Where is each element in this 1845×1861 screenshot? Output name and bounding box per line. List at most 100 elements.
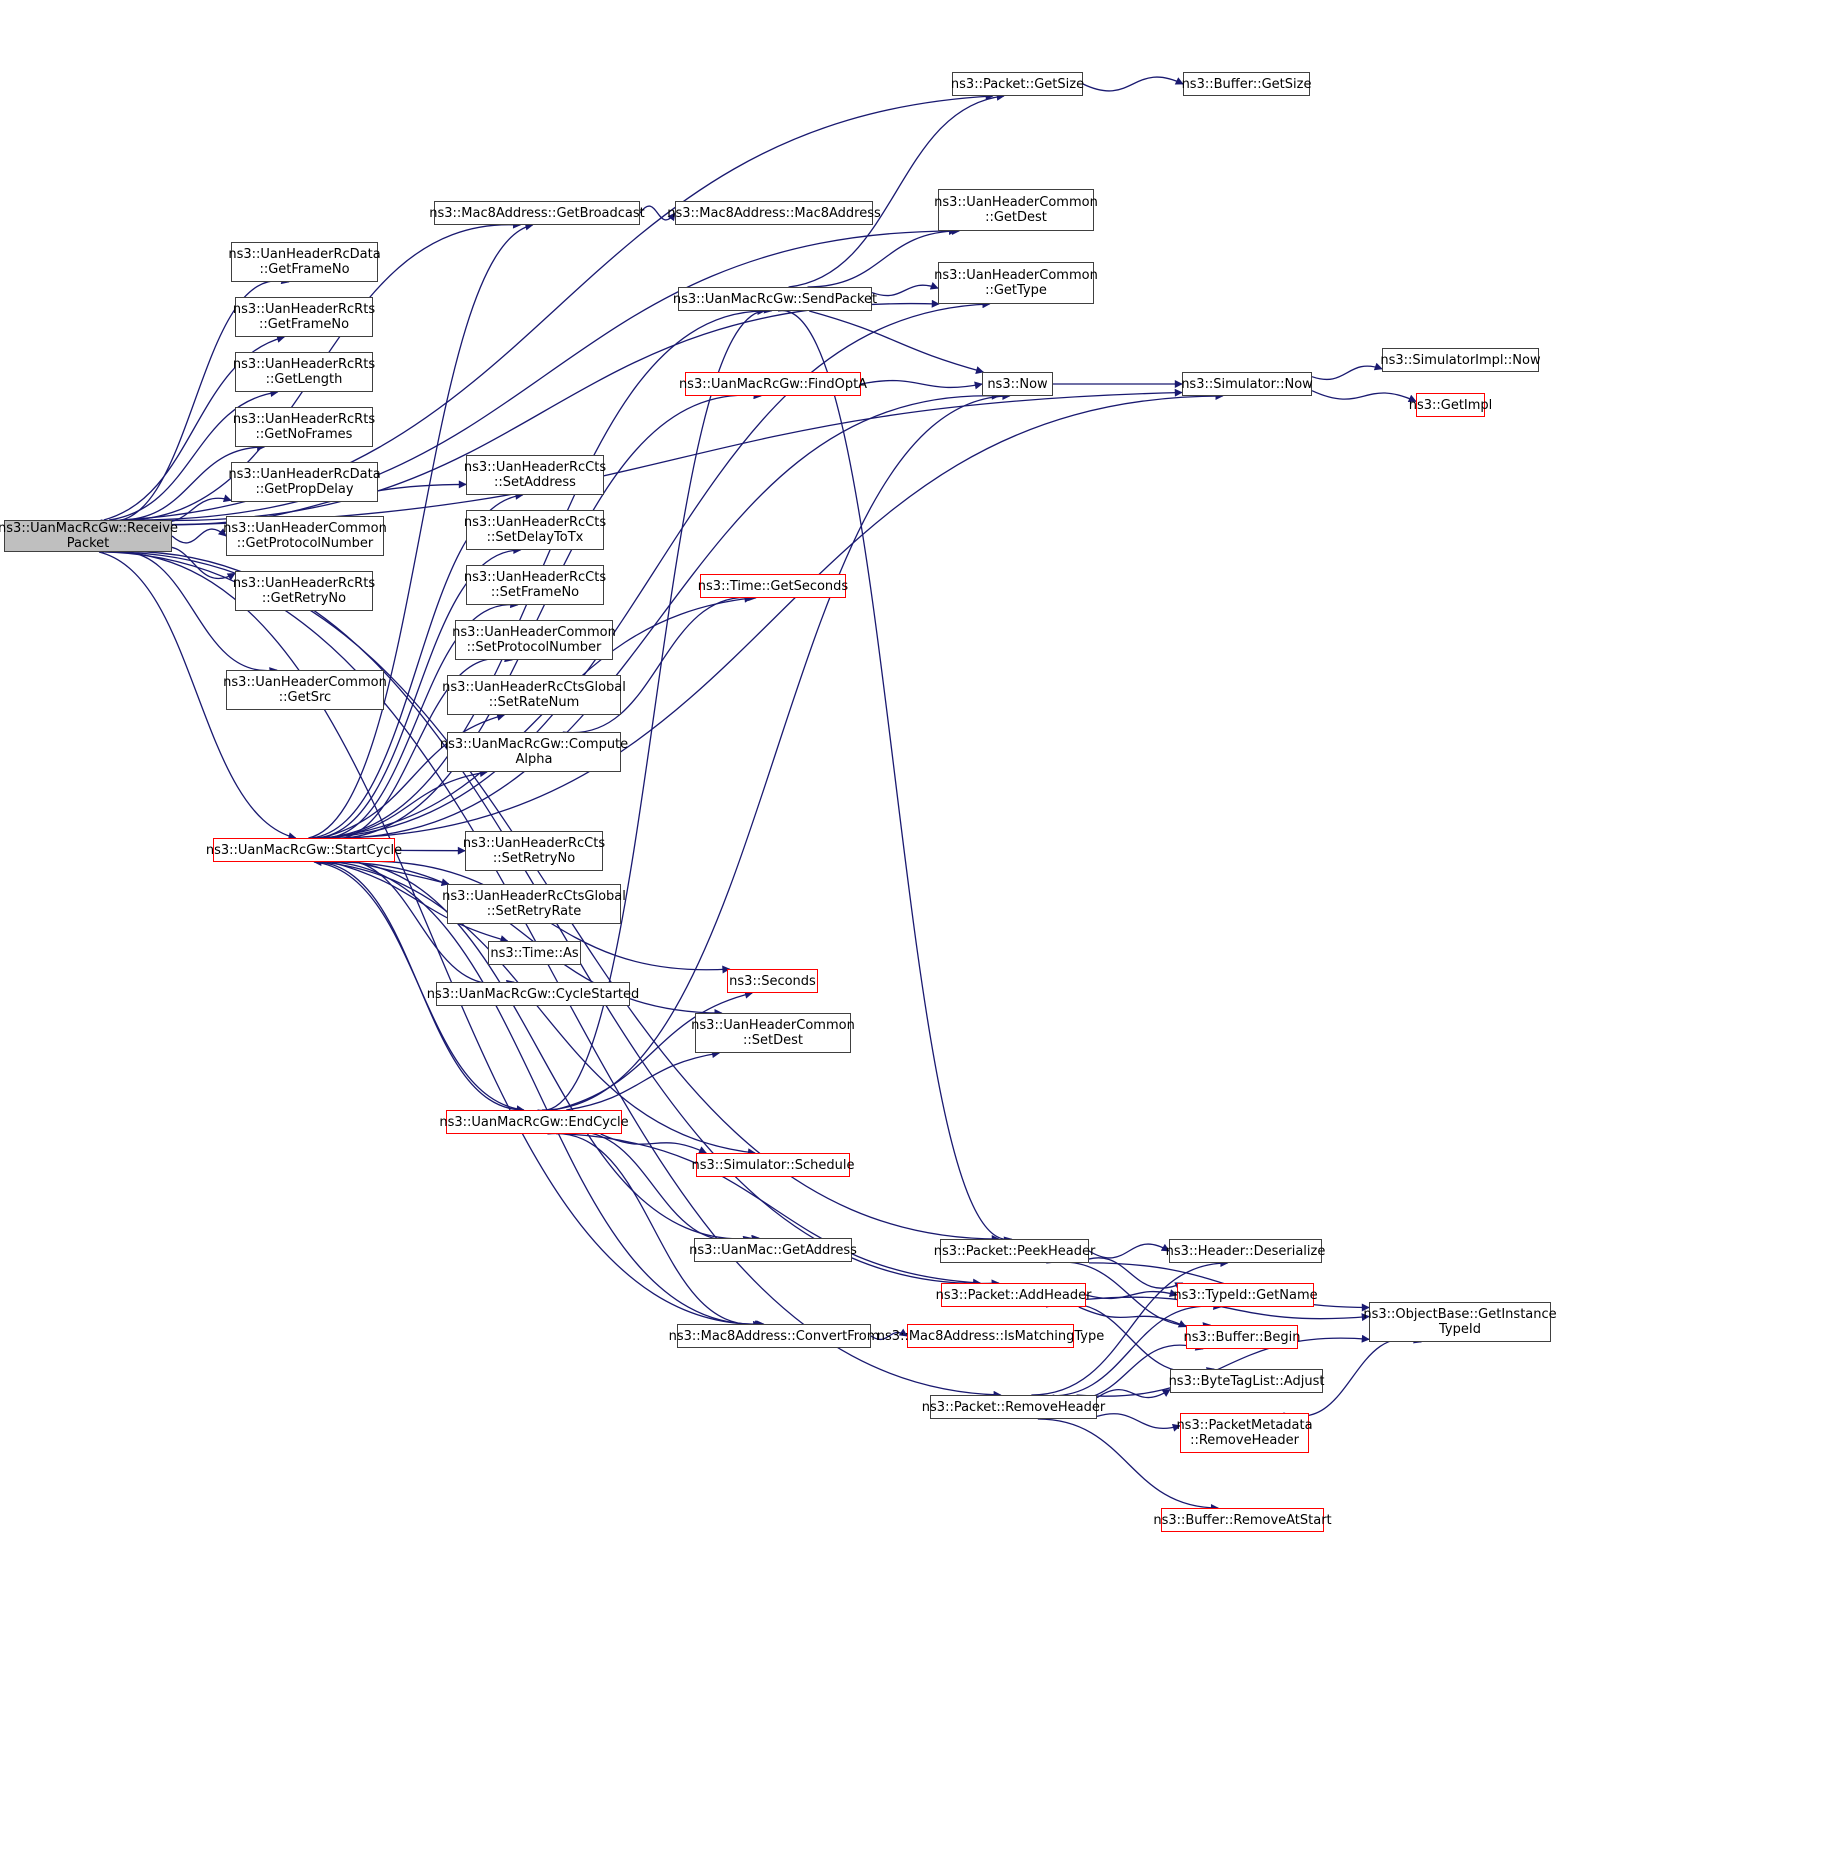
node-startcycle[interactable]: ns3::UanMacRcGw::StartCycle — [206, 838, 402, 862]
node-uanmac-getaddress[interactable]: ns3::UanMac::GetAddress — [689, 1238, 857, 1262]
node-label: Alpha — [515, 752, 553, 767]
node-label: ns3::UanMacRcGw::SendPacket — [672, 291, 878, 307]
node-label: ns3::Buffer::Begin — [1183, 1329, 1301, 1345]
node-simulator-schedule[interactable]: ns3::Simulator::Schedule — [691, 1153, 855, 1177]
node-label: ns3::SimulatorImpl::Now — [1380, 352, 1541, 368]
node-label: ns3::UanMacRcGw::Receive — [0, 521, 178, 536]
edge-sendpacket-to-peekheader — [777, 310, 1013, 1245]
node-label: ns3::UanHeaderRcRts — [232, 412, 376, 427]
node-cts-setdelaytotx[interactable]: ns3::UanHeaderRcCts::SetDelayToTx — [464, 510, 606, 550]
node-label: ns3::Mac8Address::ConvertFrom — [668, 1328, 880, 1344]
edge-startcycle-to-simnow — [328, 392, 1224, 839]
node-label: ::GetPropDelay — [255, 482, 354, 497]
edge-startcycle-to-uanmac_getaddress — [318, 860, 760, 1243]
node-ctsglobal-setretryrate[interactable]: ns3::UanHeaderRcCtsGlobal::SetRetryRate — [442, 884, 626, 924]
node-label: ns3::UanHeaderRcCts — [462, 836, 606, 851]
node-packet-peekheader[interactable]: ns3::Packet::PeekHeader — [934, 1239, 1095, 1263]
edge-endcycle-to-schedule — [600, 1133, 708, 1154]
node-mac8address-ismatchingtype[interactable]: ns3::Mac8Address::IsMatchingType — [877, 1324, 1104, 1348]
edge-root-to-rcdata_frameno — [100, 276, 290, 523]
node-label: ns3::Buffer::GetSize — [1181, 76, 1312, 92]
node-uanheadercommon-getdest[interactable]: ns3::UanHeaderCommon::GetDest — [934, 189, 1098, 231]
node-label: ::SetRetryNo — [492, 851, 576, 866]
node-packet-getsize[interactable]: ns3::Packet::GetSize — [950, 72, 1085, 96]
node-label: ns3::UanHeaderCommon — [934, 268, 1098, 283]
node-rcrts-getlength[interactable]: ns3::UanHeaderRcRts::GetLength — [233, 352, 375, 392]
node-mac8address-getbroadcast[interactable]: ns3::Mac8Address::GetBroadcast — [429, 201, 645, 225]
node-sendpacket[interactable]: ns3::UanMacRcGw::SendPacket — [673, 287, 877, 311]
node-label: ns3::Packet::GetSize — [950, 76, 1085, 92]
edge-startcycle-to-computealpha — [332, 769, 488, 839]
node-mac8address-ctor[interactable]: ns3::Mac8Address::Mac8Address — [667, 201, 881, 225]
node-label: ns3::Now — [987, 376, 1048, 392]
node-buffer-removeatstart[interactable]: ns3::Buffer::RemoveAtStart — [1153, 1508, 1332, 1532]
edge-endcycle-to-startcycle — [313, 858, 524, 1111]
node-time-getseconds[interactable]: ns3::Time::GetSeconds — [697, 574, 849, 598]
node-label: TypeId — [1439, 1322, 1481, 1337]
edge-startcycle-to-now — [322, 391, 1000, 839]
node-time-as[interactable]: ns3::Time::As — [488, 941, 581, 965]
edge-convertfrom-to-ismatchingtype — [870, 1328, 908, 1341]
node-cts-setframeno[interactable]: ns3::UanHeaderRcCts::SetFrameNo — [464, 565, 606, 605]
node-label: ns3::PacketMetadata — [1176, 1418, 1313, 1433]
node-common-getprotocolnumber[interactable]: ns3::UanHeaderCommon::GetProtocolNumber — [223, 516, 387, 556]
node-label: ::GetRetryNo — [261, 591, 347, 606]
node-label: ns3::UanHeaderRcCtsGlobal — [442, 889, 626, 904]
node-label: ns3::Time::GetSeconds — [697, 578, 849, 594]
node-rcrts-getframeno[interactable]: ns3::UanHeaderRcRts::GetFrameNo — [233, 297, 375, 337]
node-label: ::SetDelayToTx — [486, 530, 584, 545]
node-common-getsrc[interactable]: ns3::UanHeaderCommon::GetSrc — [223, 670, 387, 710]
node-label: ns3::UanHeaderCommon — [223, 521, 387, 536]
node-label: ::SetDest — [743, 1033, 803, 1048]
edge-root-to-rcrts_frameno — [103, 334, 286, 521]
node-mac8address-convertfrom[interactable]: ns3::Mac8Address::ConvertFrom — [669, 1324, 879, 1348]
node-header-deserialize[interactable]: ns3::Header::Deserialize — [1166, 1239, 1325, 1263]
edge-peekheader-to-typeid_getname — [1077, 1257, 1184, 1290]
edge-sendpacket-to-getsize — [788, 92, 1005, 288]
node-label: ns3::Packet::AddHeader — [935, 1287, 1092, 1303]
node-rcdata-getframeno[interactable]: ns3::UanHeaderRcData::GetFrameNo — [228, 242, 381, 282]
node-label: ns3::Mac8Address::IsMatchingType — [876, 1328, 1105, 1344]
node-ctsglobal-setratenum[interactable]: ns3::UanHeaderRcCtsGlobal::SetRateNum — [442, 675, 626, 715]
node-cyclestarted[interactable]: ns3::UanMacRcGw::CycleStarted — [427, 982, 639, 1006]
node-label: ns3::Packet::PeekHeader — [933, 1243, 1096, 1259]
node-uanheadercommon-gettype[interactable]: ns3::UanHeaderCommon::GetType — [934, 262, 1098, 304]
node-label: ns3::TypeId::GetName — [1173, 1287, 1318, 1303]
node-label: ::GetNoFrames — [255, 427, 353, 442]
node-buffer-getsize[interactable]: ns3::Buffer::GetSize — [1181, 72, 1312, 96]
node-label: ns3::Header::Deserialize — [1165, 1243, 1326, 1259]
node-cts-setaddress[interactable]: ns3::UanHeaderRcCts::SetAddress — [464, 455, 606, 495]
node-common-setdest[interactable]: ns3::UanHeaderCommon::SetDest — [691, 1013, 855, 1053]
node-packet-removeheader[interactable]: ns3::Packet::RemoveHeader — [922, 1395, 1105, 1419]
node-findopta[interactable]: ns3::UanMacRcGw::FindOptA — [679, 372, 867, 396]
edge-endcycle-to-sendpacket — [537, 305, 773, 1111]
node-packet-addheader[interactable]: ns3::Packet::AddHeader — [936, 1283, 1091, 1307]
edge-simnow-to-simimplnow — [1311, 362, 1383, 381]
node-label: ns3::UanHeaderRcData — [228, 247, 381, 262]
node-bytetaglist-adjust[interactable]: ns3::ByteTagList::Adjust — [1169, 1369, 1324, 1393]
node-simulator-now[interactable]: ns3::Simulator::Now — [1181, 372, 1313, 396]
node-rcdata-getpropdelay[interactable]: ns3::UanHeaderRcData::GetPropDelay — [228, 462, 381, 502]
node-common-setprotocolnumber[interactable]: ns3::UanHeaderCommon::SetProtocolNumber — [452, 620, 616, 660]
node-cts-setretryno[interactable]: ns3::UanHeaderRcCts::SetRetryNo — [462, 831, 606, 871]
node-seconds[interactable]: ns3::Seconds — [727, 969, 818, 993]
node-packetmetadata-removeheader[interactable]: ns3::PacketMetadata::RemoveHeader — [1176, 1413, 1313, 1453]
node-label: ns3::UanHeaderCommon — [452, 625, 616, 640]
node-buffer-begin[interactable]: ns3::Buffer::Begin — [1183, 1325, 1301, 1349]
node-typeid-getname[interactable]: ns3::TypeId::GetName — [1173, 1283, 1318, 1307]
edge-removeheader-to-deserialize — [1031, 1259, 1229, 1396]
node-rcrts-getretryno[interactable]: ns3::UanHeaderRcRts::GetRetryNo — [233, 571, 375, 611]
edge-root-to-simnow — [171, 388, 1183, 526]
node-now[interactable]: ns3::Now — [982, 372, 1053, 396]
node-rcrts-getnoframes[interactable]: ns3::UanHeaderRcRts::GetNoFrames — [232, 407, 376, 447]
node-getimpl[interactable]: ns3::GetImpl — [1409, 393, 1492, 417]
edge-root-to-common_protonum — [171, 528, 227, 544]
edge-endcycle-to-now — [541, 392, 1011, 1111]
node-simulatorimpl-now[interactable]: ns3::SimulatorImpl::Now — [1380, 348, 1541, 372]
node-label: ::GetSrc — [278, 690, 332, 705]
node-endcycle[interactable]: ns3::UanMacRcGw::EndCycle — [439, 1110, 629, 1134]
edge-startcycle-to-schedule — [321, 861, 756, 1157]
